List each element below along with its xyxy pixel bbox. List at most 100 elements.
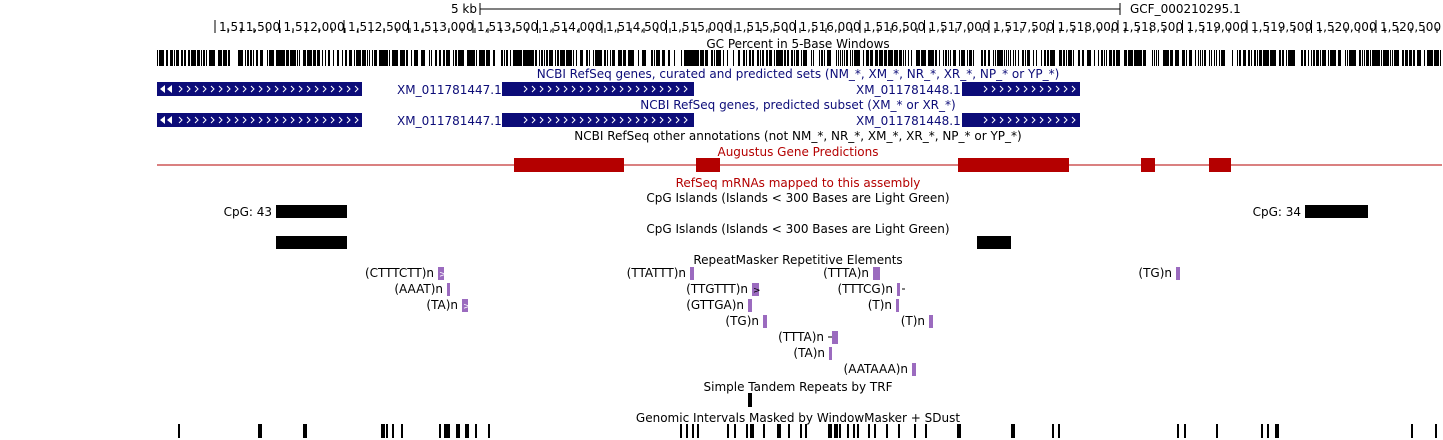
gc-bar <box>612 50 613 66</box>
refseq-predicted-track-title[interactable]: NCBI RefSeq genes, predicted subset (XM_… <box>640 98 956 112</box>
refseq-predicted-track[interactable] <box>157 113 1080 127</box>
chevron-icon <box>999 116 1004 124</box>
refseq-all-track[interactable] <box>157 82 1080 96</box>
gc-bar <box>827 50 828 66</box>
gc-bar <box>176 50 177 66</box>
gc-bar <box>225 50 226 66</box>
cpg-label-right[interactable]: CpG: 34 <box>1252 205 1301 219</box>
chevron-icon <box>218 85 223 93</box>
refseq-other-track-title[interactable]: NCBI RefSeq other annotations (not NM_*,… <box>574 129 1022 143</box>
gc-bar <box>1339 50 1340 66</box>
gc-bar <box>1126 50 1127 66</box>
repeatmasker-track-title[interactable]: RepeatMasker Repetitive Elements <box>693 253 903 267</box>
gc-bar <box>1428 50 1429 66</box>
gc-bar <box>916 50 917 66</box>
gc-bar <box>1403 50 1404 66</box>
repeat-label[interactable]: (AATAAA)n <box>843 362 908 376</box>
gene-label-b[interactable]: XM_011781448.1 <box>856 83 961 97</box>
windowmasker-interval <box>697 424 699 438</box>
repeat-label[interactable]: (TTTA)n <box>823 266 869 280</box>
gc-bar <box>998 50 999 66</box>
gc-bar <box>819 50 820 66</box>
windowmasker-interval <box>777 424 781 438</box>
gc-bar <box>1137 50 1138 66</box>
trf-track-title[interactable]: Simple Tandem Repeats by TRF <box>703 380 893 394</box>
gc-bar <box>895 50 896 66</box>
gc-bar <box>1244 50 1245 66</box>
gc-bar <box>228 50 229 66</box>
gc-bar <box>1198 50 1199 66</box>
ruler-tick-label: 1,511,500 <box>219 20 281 34</box>
gc-bar <box>1010 50 1011 66</box>
gc-bar <box>1301 50 1302 66</box>
gc-bar <box>256 50 257 66</box>
chevron-icon <box>330 116 335 124</box>
gc-bar <box>1340 50 1341 66</box>
repeatmasker-track[interactable]: > > > <box>438 267 1180 376</box>
gc-bar <box>1338 50 1339 66</box>
gene-label-a-pred[interactable]: XM_011781447.1 <box>397 114 502 128</box>
ruler-tick-label: 1,517,500 <box>993 20 1055 34</box>
gc-bar <box>573 50 574 66</box>
gene-label-b-pred[interactable]: XM_011781448.1 <box>856 114 961 128</box>
repeat-label[interactable]: (AAAT)n <box>394 282 443 296</box>
gc-bar <box>1331 50 1332 66</box>
gc-bar <box>668 50 669 66</box>
gc-bar <box>599 50 600 66</box>
gene-label-a[interactable]: XM_011781447.1 <box>397 83 502 97</box>
windowmasker-intervals[interactable] <box>178 424 1437 438</box>
gc-bar <box>1166 50 1167 66</box>
chevron-icon <box>314 85 319 93</box>
repeat-label[interactable]: (TA)n <box>426 298 458 312</box>
gc-bar <box>1266 50 1267 66</box>
augustus-track-title[interactable]: Augustus Gene Predictions <box>717 145 879 159</box>
gc-percent-track-title[interactable]: GC Percent in 5-Base Windows <box>706 37 890 51</box>
chevron-icon <box>531 116 536 124</box>
repeat-label[interactable]: (TTGTTT)n <box>686 282 748 296</box>
cpg-track[interactable] <box>276 205 1368 249</box>
gc-bar <box>1325 50 1326 66</box>
repeat-label[interactable]: (CTTTCTT)n <box>364 266 434 280</box>
gc-bar <box>539 50 540 66</box>
repeat-label[interactable]: (TTATTT)n <box>626 266 686 280</box>
gc-bar <box>1209 50 1210 66</box>
repeat-element <box>929 315 933 328</box>
gc-bar <box>1435 50 1436 66</box>
gc-bar <box>855 50 856 66</box>
repeat-label[interactable]: (TG)n <box>1138 266 1172 280</box>
gc-bar <box>1379 50 1380 66</box>
windowmasker-track-title[interactable]: Genomic Intervals Masked by WindowMasker… <box>635 411 961 425</box>
gc-bar <box>803 50 804 66</box>
chevron-icon <box>991 85 996 93</box>
trf-element[interactable] <box>748 393 752 407</box>
gc-bar <box>517 50 518 66</box>
repeat-label[interactable]: (TG)n <box>725 314 759 328</box>
repeat-label[interactable]: (TA)n <box>793 346 825 360</box>
chevron-icon <box>531 85 536 93</box>
repeat-label[interactable]: (TTTA)n <box>778 330 824 344</box>
repeat-label[interactable]: (T)n <box>867 298 892 312</box>
augustus-track[interactable] <box>157 158 1442 172</box>
gc-bar <box>568 50 569 66</box>
refseq-all-track-title[interactable]: NCBI RefSeq genes, curated and predicted… <box>536 67 1060 81</box>
repeat-label[interactable]: (GTTGA)n <box>686 298 744 312</box>
gc-bar <box>1376 50 1377 66</box>
cpg-label-left[interactable]: CpG: 43 <box>223 205 272 219</box>
gc-bar <box>1367 50 1368 66</box>
gc-bar <box>531 50 532 66</box>
repeat-label[interactable]: (T)n <box>900 314 925 328</box>
gc-bar <box>846 50 847 66</box>
gc-bar <box>1131 50 1132 66</box>
gc-bar <box>1417 50 1418 66</box>
gc-bar <box>1264 50 1265 66</box>
gc-bar <box>1041 50 1042 66</box>
repeat-label[interactable]: (TTTCG)n <box>837 282 893 296</box>
gc-bar <box>1013 50 1014 66</box>
cpg-track-title-2[interactable]: CpG Islands (Islands < 300 Bases are Lig… <box>646 222 950 236</box>
windowmasker-interval <box>746 424 748 438</box>
refseq-mrna-track-title[interactable]: RefSeq mRNAs mapped to this assembly <box>675 176 921 190</box>
gc-bar <box>276 50 277 66</box>
gc-bar <box>424 50 425 66</box>
cpg-track-title-1[interactable]: CpG Islands (Islands < 300 Bases are Lig… <box>646 191 950 205</box>
gc-bar <box>1111 50 1112 66</box>
